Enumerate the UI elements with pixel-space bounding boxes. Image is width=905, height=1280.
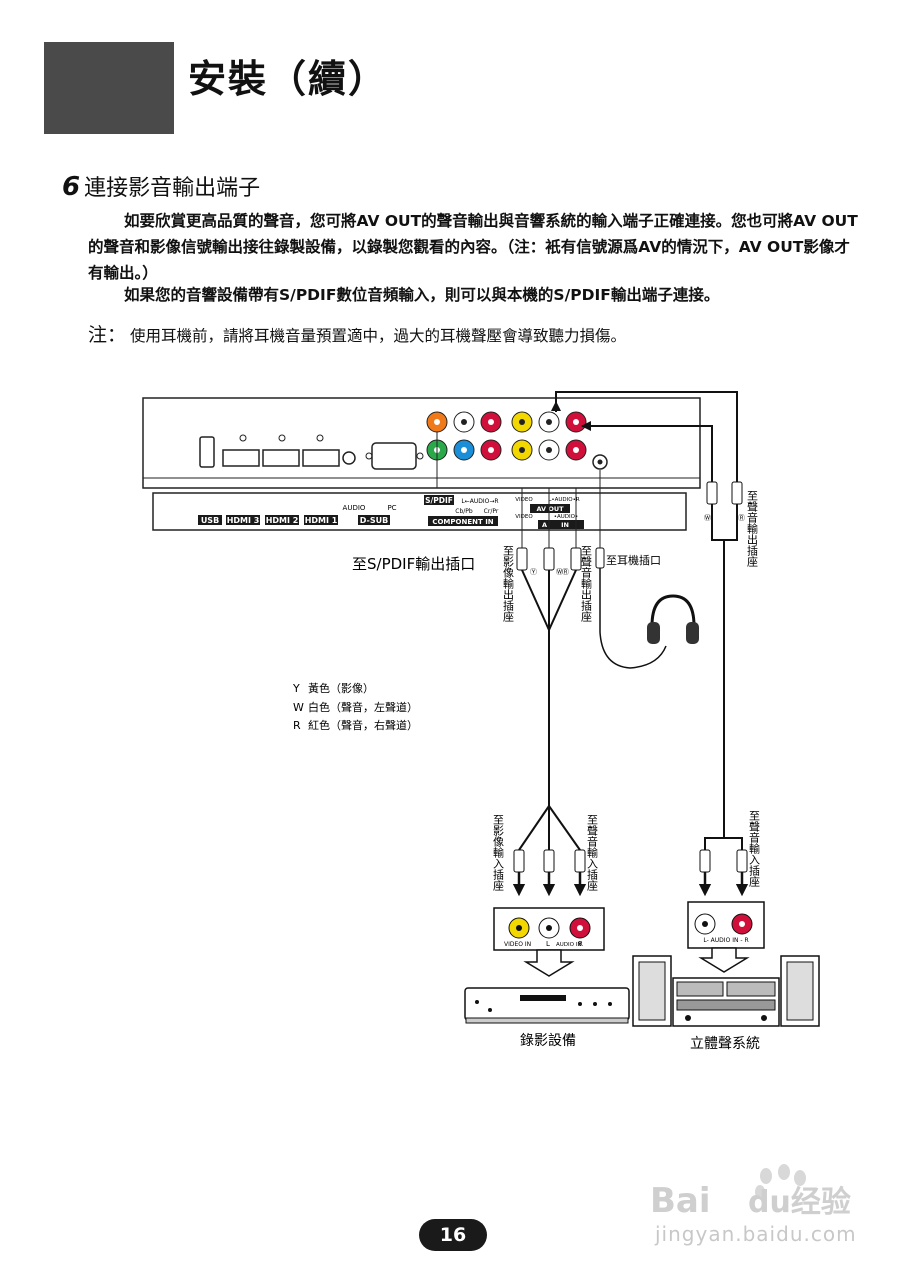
svg-text:Bai: Bai — [650, 1181, 711, 1221]
legend-symbol-2: W — [293, 701, 304, 714]
dsub-label: D-SUB — [360, 516, 388, 525]
rec-audio-in-label: AUDIO IN — [556, 942, 581, 948]
recorder-label: 錄影設備 — [520, 1033, 576, 1049]
to-headphone-label: 至耳機插口 — [606, 553, 661, 567]
rec-video-in-label: VIDEO IN — [504, 941, 531, 948]
port-label-strip: USB HDMI 3 HDMI 2 HDMI 1 AUDIO PC D-SUB … — [152, 492, 687, 531]
to-audio-out-right-label: 至聲音輸出插座 — [746, 490, 759, 567]
to-audio-in-mid-label: 至聲音輸入插座 — [586, 814, 599, 891]
color-legend: Y 黃色（影像） W 白色（聲音，左聲道） R 紅色（聲音，右聲道） — [292, 681, 418, 732]
to-spdif-label: 至S/PDIF輸出插口 — [352, 555, 475, 573]
usb-label: USB — [201, 516, 219, 525]
pc-audio-jack-icon — [342, 451, 356, 465]
paragraph-1: 如要欣賞更高品質的聲音，您可將AV OUT的聲音輸出與音響系統的輸入端子正確連接… — [88, 212, 858, 282]
baidu-watermark-logo: Bai du经验 — [650, 1164, 851, 1221]
note-label: 注： — [88, 324, 127, 346]
to-audio-in-right-label: 至聲音輸入插座 — [748, 810, 761, 887]
dsub-port-icon — [371, 442, 417, 470]
stereo-input-panel: L- AUDIO IN - R — [687, 901, 765, 949]
watermark-url: jingyan.baidu.com — [655, 1222, 857, 1246]
vcr-recorder-icon — [464, 987, 630, 1024]
stereo-label: 立體聲系統 — [690, 1035, 760, 1052]
hdmi2-label: HDMI 2 — [266, 516, 299, 525]
hdmi3-port-icon — [222, 449, 260, 467]
hdmi1-port-icon — [302, 449, 340, 467]
component-in-label: COMPONENT IN — [432, 518, 493, 526]
pc-label: PC — [387, 504, 396, 512]
note-text: 使用耳機前，請將耳機音量預置適中，過大的耳機聲壓會導致聽力損傷。 — [130, 327, 627, 345]
av-in-a-label: A — [542, 521, 547, 529]
legend-symbol-3: R — [293, 719, 301, 732]
stereo-out-plugs: Ⓦ Ⓡ — [704, 481, 745, 522]
stereo-system-icon — [632, 955, 820, 1027]
audio-lr-label: L←AUDIO→R — [461, 498, 498, 505]
legend-symbol-1: Y — [292, 682, 300, 695]
hdmi3-label: HDMI 3 — [227, 516, 260, 525]
recorder-input-panel: VIDEO IN L AUDIO IN R — [493, 907, 605, 951]
svg-text:Ⓡ: Ⓡ — [562, 568, 569, 576]
to-audio-out-left-label: 至聲音輸出插座 — [580, 545, 593, 622]
page-number: 16 — [419, 1219, 487, 1251]
audio-label: AUDIO — [343, 504, 366, 512]
to-video-out-label: 至影像輸出插座 — [502, 545, 515, 622]
rec-r-label: R — [578, 940, 583, 948]
rec-l-label: L — [546, 940, 550, 948]
svg-text:Ⓨ: Ⓨ — [530, 568, 537, 576]
cr-pr-label: Cr/Pr — [484, 508, 499, 515]
spdif-label: S/PDIF — [425, 496, 453, 505]
legend-text-2: 白色（聲音，左聲道） — [308, 700, 418, 714]
audio-mid-label: •AUDIO• — [554, 514, 578, 520]
legend-text-3: 紅色（聲音，右聲道） — [308, 718, 418, 732]
svg-text:du经验: du经验 — [748, 1185, 851, 1220]
to-video-in-label: 至影像輸入插座 — [492, 814, 505, 891]
usb-port-icon — [199, 436, 215, 468]
cb-pb-label: Cb/Pb — [455, 508, 473, 515]
svg-text:Ⓡ: Ⓡ — [738, 514, 745, 522]
svg-text:Ⓦ: Ⓦ — [556, 568, 563, 576]
video-top-label: VIDEO — [515, 497, 533, 503]
header-block — [44, 42, 174, 134]
legend-text-1: 黃色（影像） — [308, 681, 374, 695]
connection-diagram: USB HDMI 3 HDMI 2 HDMI 1 AUDIO PC D-SUB … — [142, 391, 820, 1052]
tv-rear-panel — [142, 397, 701, 489]
note: 注：使用耳機前，請將耳機音量預置適中，過大的耳機聲壓會導致聽力損傷。 — [88, 320, 626, 347]
audio-lr2-label: L•AUDIO•R — [548, 497, 580, 503]
av-in-label: IN — [561, 521, 569, 529]
paragraph-2: 如果您的音響設備帶有S/PDIF數位音頻輸入，則可以與本機的S/PDIF輸出端子… — [124, 286, 720, 304]
section-number: 6 — [62, 172, 81, 202]
page-title: 安裝（續） — [188, 57, 389, 101]
stereo-plugs — [699, 849, 748, 873]
svg-text:Ⓦ: Ⓦ — [704, 514, 711, 522]
video-bottom-label: VIDEO — [515, 514, 533, 520]
hdmi1-label: HDMI 1 — [305, 516, 338, 525]
hdmi2-port-icon — [262, 449, 300, 467]
av-out-label: AV OUT — [536, 505, 564, 513]
recorder-plugs — [513, 849, 586, 873]
section-heading: 連接影音輸出端子 — [84, 176, 261, 201]
stereo-audio-in-label: L- AUDIO IN - R — [703, 937, 748, 944]
headphones-icon — [647, 594, 699, 644]
